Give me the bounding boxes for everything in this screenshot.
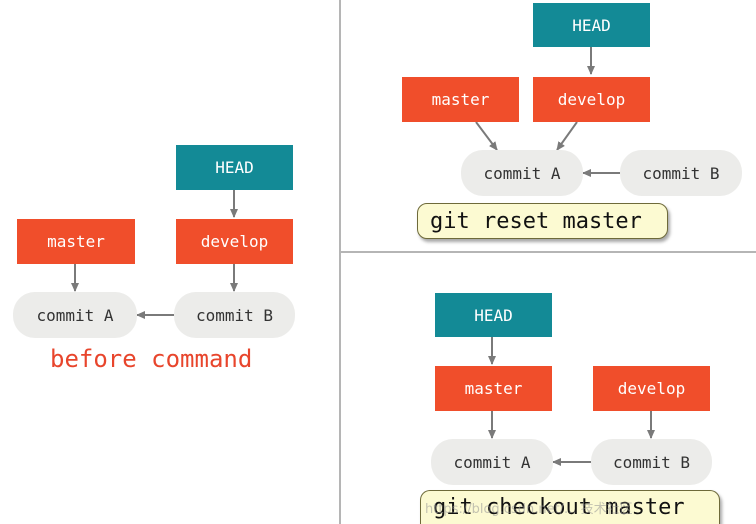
- arrow-develop-to-commit-a-reset: [556, 121, 578, 151]
- head-box-reset: HEAD: [533, 3, 650, 47]
- master-branch-box: master: [17, 219, 135, 264]
- commit-a-node-reset: commit A: [461, 150, 583, 196]
- commit-a-node: commit A: [13, 292, 137, 338]
- head-box-checkout: HEAD: [435, 293, 552, 337]
- vertical-divider: [339, 0, 341, 524]
- git-checkout-master-caption: git checkout master: [420, 490, 720, 524]
- master-branch-box-checkout: master: [435, 366, 552, 411]
- develop-branch-box: develop: [176, 219, 293, 264]
- before-command-label: before command: [50, 345, 253, 373]
- master-branch-box-reset: master: [402, 77, 519, 122]
- commit-b-node-checkout: commit B: [591, 439, 712, 485]
- commit-a-node-checkout: commit A: [431, 439, 553, 485]
- arrow-master-to-commit-a-reset: [475, 121, 498, 151]
- watermark: https://blog.csdn.net/... 技术社区: [425, 502, 633, 517]
- horizontal-divider: [341, 251, 756, 253]
- head-box: HEAD: [176, 145, 293, 190]
- develop-branch-box-reset: develop: [533, 77, 650, 122]
- commit-b-node: commit B: [174, 292, 295, 338]
- commit-b-node-reset: commit B: [620, 150, 742, 196]
- develop-branch-box-checkout: develop: [593, 366, 710, 411]
- git-reset-master-caption: git reset master: [417, 203, 668, 239]
